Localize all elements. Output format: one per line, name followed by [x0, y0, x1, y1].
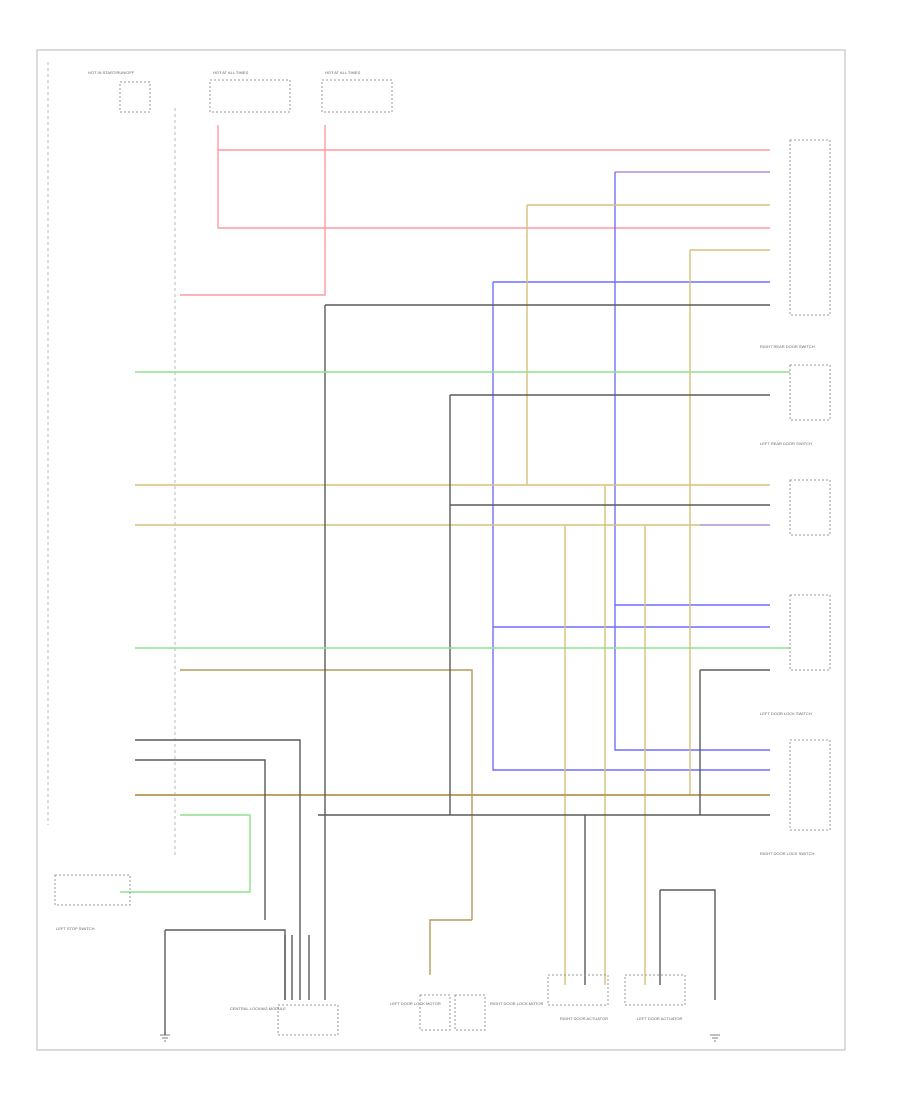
right-door-actuator-label: RIGHT DOOR ACTUATOR — [560, 1016, 608, 1021]
blue-wires — [492, 172, 770, 771]
right-door-actuator: RIGHT DOOR ACTUATOR — [547, 974, 609, 1021]
left-door-motor-label: LEFT DOOR LOCK MOTOR — [390, 1001, 441, 1006]
fuse-box-top-right: HOT AT ALL TIMES — [321, 70, 393, 113]
left-door-actuator: LEFT DOOR ACTUATOR — [624, 974, 686, 1021]
left-stop-switch-label: LEFT STOP SWITCH — [56, 926, 95, 931]
fuse-box-top-mid: HOT AT ALL TIMES — [209, 70, 291, 113]
left-door-motor: LEFT DOOR LOCK MOTOR — [390, 994, 451, 1031]
right-door-switch-label: RIGHT DOOR LOCK SWITCH — [760, 851, 814, 856]
fuse-box-top-left-label: HOT IN START/RUN/OFF — [88, 70, 135, 75]
left-rear-switch-label: LEFT REAR DOOR SWITCH — [760, 441, 812, 446]
central-locking-module: CENTRAL LOCKING MODULE — [230, 1004, 339, 1036]
left-door-switch-label: LEFT DOOR LOCK SWITCH — [760, 711, 812, 716]
violet-wires — [615, 171, 770, 526]
right-switch-boxes — [789, 139, 831, 831]
gray-wires — [135, 304, 770, 1035]
ground-right — [710, 1034, 720, 1042]
right-rear-switch-label: RIGHT REAR DOOR SWITCH — [760, 344, 815, 349]
brown-wires — [135, 669, 770, 975]
right-door-motor: RIGHT DOOR LOCK MOTOR — [454, 994, 544, 1031]
ground-left — [160, 1034, 170, 1042]
right-door-motor-label: RIGHT DOOR LOCK MOTOR — [490, 1001, 544, 1006]
left-door-actuator-label: LEFT DOOR ACTUATOR — [637, 1016, 682, 1021]
green-wires — [120, 371, 790, 893]
diagram-frame — [36, 49, 846, 1051]
central-locking-module-label: CENTRAL LOCKING MODULE — [230, 1006, 286, 1011]
left-stop-switch-box: LEFT STOP SWITCH — [54, 874, 131, 931]
fuse-box-top-right-label: HOT AT ALL TIMES — [325, 70, 360, 75]
fuse-box-top-mid-label: HOT AT ALL TIMES — [213, 70, 248, 75]
tan-wires — [135, 204, 770, 985]
fuse-box-top-left: HOT IN START/RUN/OFF — [88, 70, 151, 113]
red-wires — [180, 125, 770, 296]
